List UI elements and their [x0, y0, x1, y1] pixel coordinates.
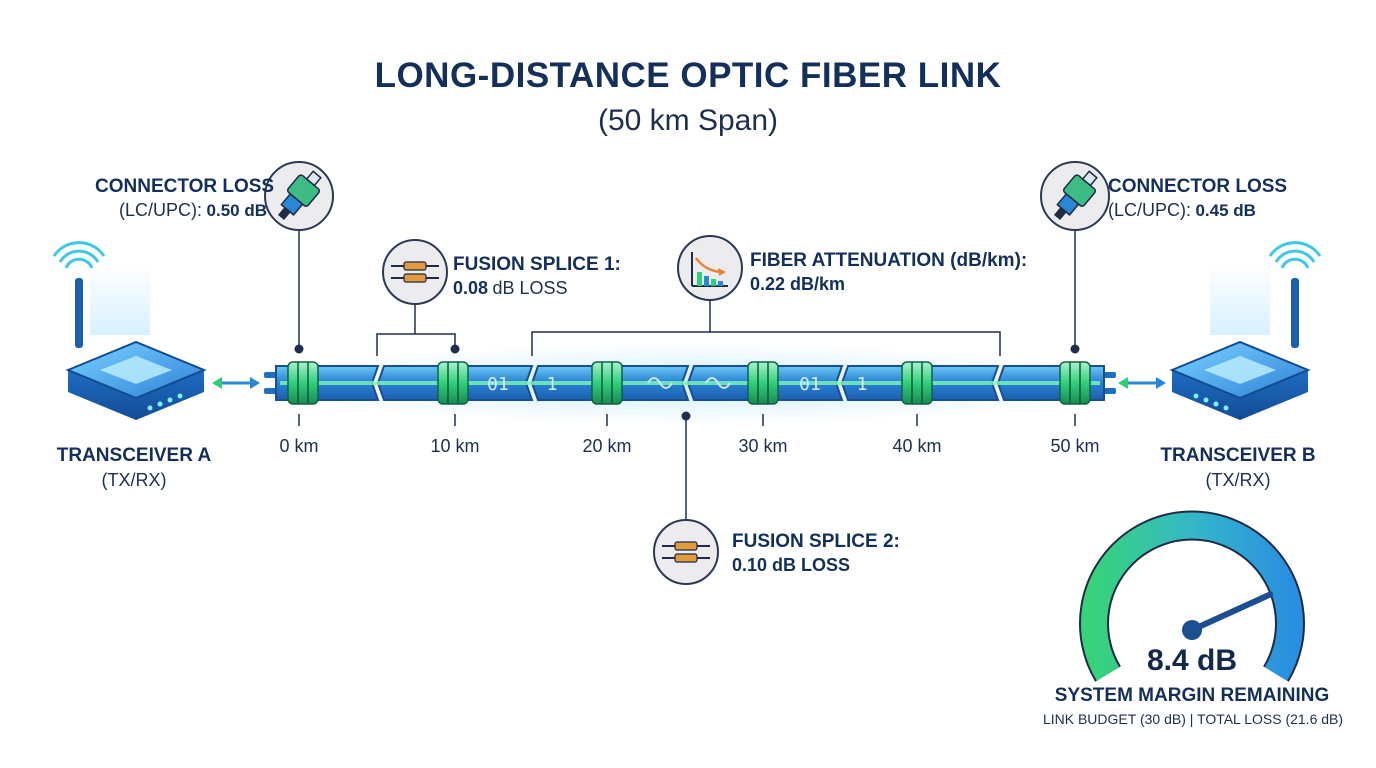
splice-1-icon [382, 239, 448, 305]
margin-value: 8.4 dB [1146, 644, 1238, 677]
gauge-needle [1189, 591, 1274, 633]
km-marker-0: 0 km [279, 436, 319, 456]
transceiver-b-name: TRANSCEIVER B [1160, 445, 1316, 466]
leader-dot [294, 344, 304, 354]
segment-glyph: 1 [857, 374, 868, 395]
callout-leaders [298, 230, 1076, 520]
splice-2-value: 0.10 dB LOSS [732, 555, 851, 575]
transceiver-a-name: TRANSCEIVER A [56, 445, 212, 466]
connector-b-detail: (LC/UPC): 0.45 dB [1108, 200, 1256, 221]
km-marker-40: 40 km [892, 436, 942, 456]
margin-title: SYSTEM MARGIN REMAINING [1054, 685, 1330, 706]
leader-dot [450, 344, 460, 354]
connector-b-icon [1040, 161, 1110, 231]
attenuation-chart-icon [677, 235, 743, 301]
transceiver-b-mode: (TX/RX) [1205, 470, 1271, 490]
segment-glyph: 01 [487, 374, 509, 395]
segment-glyph: 1 [547, 374, 558, 395]
splice-1-value: 0.08 [453, 278, 489, 298]
connector-a-title: CONNECTOR LOSS [95, 176, 275, 197]
fiber-cable [264, 361, 1116, 405]
splice-1-detail: 0.08 dB LOSS [453, 278, 568, 299]
km-marker-50: 50 km [1050, 436, 1100, 456]
connector-b-type: (LC/UPC): [1108, 200, 1192, 220]
km-marker-10: 10 km [430, 436, 480, 456]
transceiver-a-icon[interactable] [52, 241, 207, 420]
attenuation-title: FIBER ATTENUATION (dB/km): [750, 250, 1028, 271]
system-margin-gauge [1079, 510, 1305, 682]
connector-b-title: CONNECTOR LOSS [1108, 176, 1288, 197]
connector-a-icon [264, 161, 334, 231]
arrow-a-icon [212, 377, 260, 389]
connector-a-type: (LC/UPC): [119, 200, 203, 220]
connector-b-value: 0.45 dB [1195, 201, 1256, 220]
segment-glyph: 01 [799, 374, 821, 395]
km-marker-30: 30 km [738, 436, 788, 456]
connector-a-value: 0.50 dB [206, 201, 267, 220]
connector-a-detail: (LC/UPC): 0.50 dB [95, 200, 267, 221]
transceiver-b-icon[interactable] [1169, 241, 1322, 420]
splice-1-unit: dB LOSS [492, 278, 568, 298]
attenuation-value: 0.22 dB/km [750, 274, 846, 294]
leader-dot [681, 411, 691, 421]
leader-dot [1070, 344, 1080, 354]
splice-2-icon [653, 519, 719, 585]
page-subtitle: (50 km Span) [597, 104, 779, 137]
splice-2-title: FUSION SPLICE 2: [732, 531, 900, 552]
margin-detail: LINK BUDGET (30 dB) | TOTAL LOSS (21.6 d… [1042, 711, 1344, 727]
splice-1-title: FUSION SPLICE 1: [453, 254, 621, 275]
transceiver-a-mode: (TX/RX) [101, 470, 167, 490]
arrow-b-icon [1118, 377, 1166, 389]
km-marker-20: 20 km [582, 436, 632, 456]
page-title: LONG-DISTANCE OPTIC FIBER LINK [374, 56, 1002, 95]
km-ticks [298, 414, 1076, 426]
